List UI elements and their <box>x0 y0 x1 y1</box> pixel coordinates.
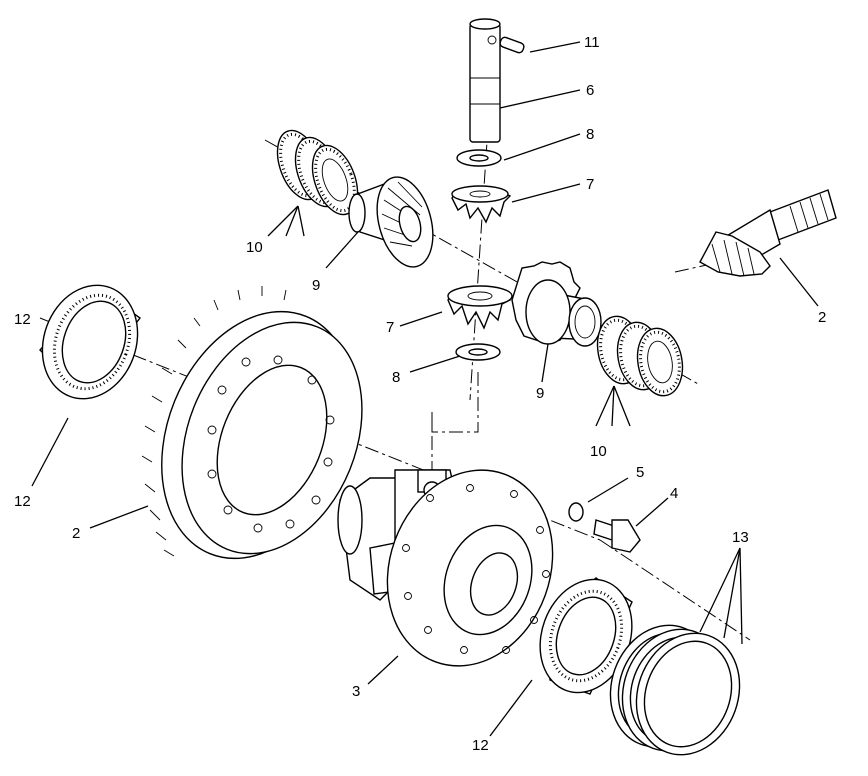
callout-2-pinion: 2 <box>818 309 826 326</box>
callout-13: 13 <box>732 529 749 546</box>
shim-rings-13 <box>609 624 741 756</box>
callout-7-mid: 7 <box>386 319 394 336</box>
callout-8-mid: 8 <box>392 369 400 386</box>
callout-9-left: 9 <box>312 277 320 294</box>
clutch-plates-10-right <box>596 315 684 397</box>
thrust-washer-8-mid <box>455 343 501 361</box>
pinion-gear-7-mid <box>447 285 513 330</box>
callout-10-left: 10 <box>246 239 263 256</box>
callout-12-left: 12 <box>14 311 31 328</box>
callout-10-right: 10 <box>590 443 607 460</box>
callout-11: 11 <box>584 34 600 51</box>
callout-2-ring: 2 <box>72 525 80 542</box>
callout-8-top: 8 <box>586 126 594 143</box>
callout-5: 5 <box>636 464 644 481</box>
pinion-gear-7-top <box>451 185 512 224</box>
callout-7-top: 7 <box>586 176 594 193</box>
leader-lines <box>31 41 819 737</box>
callout-3: 3 <box>352 683 360 700</box>
side-gear-9-right <box>511 261 602 347</box>
bolt-4 <box>593 519 641 553</box>
roll-pin-11 <box>499 36 525 54</box>
ring-gear-2 <box>141 286 363 560</box>
callout-6: 6 <box>586 82 594 99</box>
lock-washer-5 <box>568 502 584 522</box>
callout-4: 4 <box>670 485 678 502</box>
drive-pinion-2 <box>699 189 837 277</box>
differential-case-3 <box>337 469 554 667</box>
callout-labels: 11 6 8 7 10 9 2 12 7 8 9 10 5 4 12 2 13 … <box>14 34 826 754</box>
clutch-plates-10-left <box>276 129 359 216</box>
callout-9-right: 9 <box>536 385 544 402</box>
thrust-washer-8-top <box>456 149 502 167</box>
callout-12-bottom: 12 <box>472 737 489 754</box>
bearing-12-bottom <box>539 577 633 695</box>
bearing-12-left <box>39 284 142 400</box>
side-gear-9-left <box>348 176 434 268</box>
callout-12-mid: 12 <box>14 493 31 510</box>
cross-shaft-6 <box>469 18 501 143</box>
